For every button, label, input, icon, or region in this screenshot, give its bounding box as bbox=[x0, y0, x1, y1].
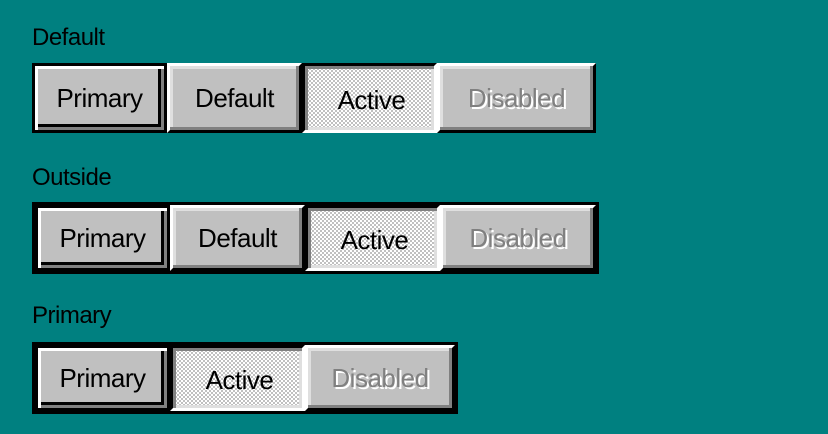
section-label-outside: Outside bbox=[32, 164, 112, 191]
section-label-default: Default bbox=[32, 24, 105, 51]
button-label: Primary bbox=[59, 222, 146, 253]
button-label: Default bbox=[198, 222, 277, 253]
button-label: Primary bbox=[59, 362, 146, 393]
active-button[interactable]: Active bbox=[170, 345, 305, 411]
button-label: Active bbox=[205, 364, 274, 395]
button-group-primary: Primary Active Disabled bbox=[32, 342, 458, 414]
button-label: Primary bbox=[56, 82, 143, 113]
disabled-button: Disabled bbox=[440, 205, 596, 271]
disabled-button: Disabled bbox=[305, 345, 455, 411]
default-button[interactable]: Default bbox=[170, 205, 305, 271]
disabled-button: Disabled bbox=[437, 63, 596, 133]
active-button[interactable]: Active bbox=[305, 205, 440, 271]
button-label: Disabled bbox=[467, 82, 566, 113]
button-label: Active bbox=[340, 224, 409, 255]
section-label-primary: Primary bbox=[32, 302, 112, 329]
primary-button[interactable]: Primary bbox=[35, 345, 170, 411]
active-button[interactable]: Active bbox=[302, 63, 437, 133]
default-button[interactable]: Default bbox=[167, 63, 302, 133]
button-label: Default bbox=[195, 82, 274, 113]
button-label: Active bbox=[337, 84, 406, 115]
button-group-outside: Primary Default Active Disabled bbox=[32, 202, 599, 274]
primary-button[interactable]: Primary bbox=[35, 205, 170, 271]
button-group-default: Primary Default Active Disabled bbox=[32, 63, 596, 133]
button-label: Disabled bbox=[469, 222, 567, 253]
button-label: Disabled bbox=[331, 362, 429, 393]
primary-button[interactable]: Primary bbox=[32, 63, 167, 133]
